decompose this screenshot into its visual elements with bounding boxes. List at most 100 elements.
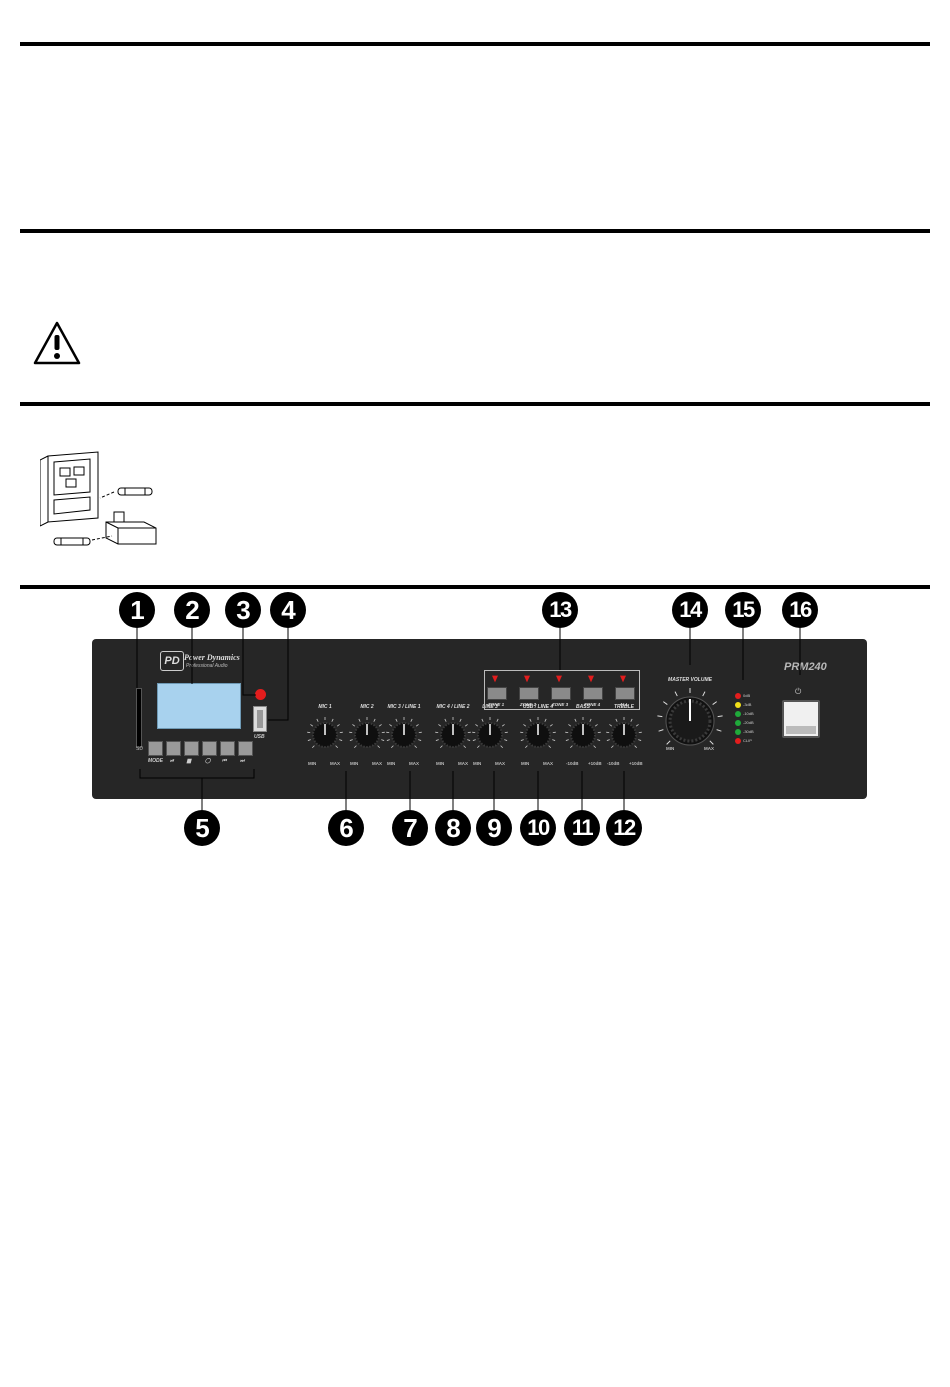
zone-led [556,675,562,683]
knob-min-label: MIN [387,761,396,766]
callout-number: 4 [270,592,306,628]
master-volume-max: MAX [704,746,714,751]
callout-number: 9 [476,810,512,846]
vu-label: -10dB [743,711,754,716]
zone-led [524,675,530,683]
zone-led [588,675,594,683]
section-divider-3 [20,402,930,406]
play-pause-icon: ⏯ [170,758,175,764]
knob-max-label: MAX [543,761,553,766]
section-divider-1 [20,42,930,46]
zone-button[interactable] [615,687,635,700]
model-number: PRM240 [784,661,827,673]
knob-label: MIC 2 [360,704,374,710]
sd-label: SD [136,746,143,752]
zone-button[interactable] [487,687,507,700]
vu-led [735,729,741,735]
folder-icon: ▆ [187,758,191,764]
callout-number: 11 [564,810,600,846]
fuse-replacement-illustration [40,451,157,546]
next-button[interactable] [238,741,253,756]
zone-button[interactable] [519,687,539,700]
master-volume-knob[interactable] [650,681,730,761]
callout-number: 1 [119,592,155,628]
brand-logo: PD [160,651,184,671]
previous-button[interactable] [220,741,235,756]
callout-number: 5 [184,810,220,846]
master-volume-min: MIN [666,746,675,751]
knob-label: LINE 3 [482,704,498,710]
knob-label: MIC 3 / LINE 1 [387,704,421,710]
knob-max-label: MAX [495,761,505,766]
play-pause-button[interactable] [166,741,181,756]
brand-tagline: Professional Audio [186,663,228,669]
knob-label: MIC 4 / LINE 2 [436,704,470,710]
knob-max-label: MAX [409,761,419,766]
rotary-knob[interactable] [518,715,558,755]
vu-led [735,711,741,717]
repeat-button[interactable] [202,741,217,756]
zone-button[interactable] [583,687,603,700]
knob-label: BASS [576,704,590,710]
vu-led [735,738,741,744]
rotary-knob[interactable] [347,715,387,755]
knob-min-label: MIN [308,761,317,766]
callout-number: 8 [435,810,471,846]
power-icon: ⏻ [795,687,802,696]
zone-led [620,675,626,683]
mode-label: MODE [148,758,163,764]
usb-label: USB [254,734,265,740]
callout-number: 16 [782,592,818,628]
knob-min-label: MIN [521,761,530,766]
section-divider-4 [20,585,930,589]
vu-label: CLIP [743,738,752,743]
vu-label: 0dB [743,693,751,698]
vu-label: -20dB [743,720,754,725]
callout-number: 2 [174,592,210,628]
ir-sensor [255,689,266,700]
callout-number: 13 [542,592,578,628]
knob-max-label: +10dB [629,761,643,766]
rotary-knob[interactable] [604,715,644,755]
brand-name: Power Dynamics [184,653,240,662]
lcd-display [157,683,241,729]
zone-selector-frame [484,670,640,710]
knob-min-label: -10dB [566,761,579,766]
zone-label: ZONE 3 [551,702,569,707]
knob-min-label: -10dB [607,761,620,766]
vu-led [735,693,741,699]
knob-min-label: MIN [350,761,359,766]
knob-max-label: +10dB [588,761,602,766]
zone-label: ZONE 2 [519,702,537,707]
rotary-knob[interactable] [384,715,424,755]
vu-led [735,702,741,708]
rotary-knob[interactable] [470,715,510,755]
zone-label: ALL [619,702,629,707]
master-volume-label: MASTER VOLUME [668,677,712,683]
next-icon: ⏭ [240,758,245,764]
power-switch[interactable] [782,700,820,738]
callout-number: 3 [225,592,261,628]
knob-max-label: MAX [372,761,382,766]
rotary-knob[interactable] [563,715,603,755]
rotary-knob[interactable] [433,715,473,755]
vu-label: -3dB [743,702,752,707]
rotary-knob[interactable] [305,715,345,755]
zone-led [492,675,498,683]
callout-number: 12 [606,810,642,846]
callout-number: 7 [392,810,428,846]
mode-button[interactable] [148,741,163,756]
repeat-icon: ◯ [205,758,211,764]
sd-card-slot[interactable] [136,688,142,748]
vu-label: -30dB [743,729,754,734]
vu-led [735,720,741,726]
knob-min-label: MIN [473,761,482,766]
zone-button[interactable] [551,687,571,700]
knob-max-label: MAX [330,761,340,766]
callout-number: 10 [520,810,556,846]
knob-label: USB / LINE 4 [522,704,554,710]
usb-port[interactable] [253,706,267,732]
folder-button[interactable] [184,741,199,756]
zone-label: ZONE 1 [487,702,505,707]
